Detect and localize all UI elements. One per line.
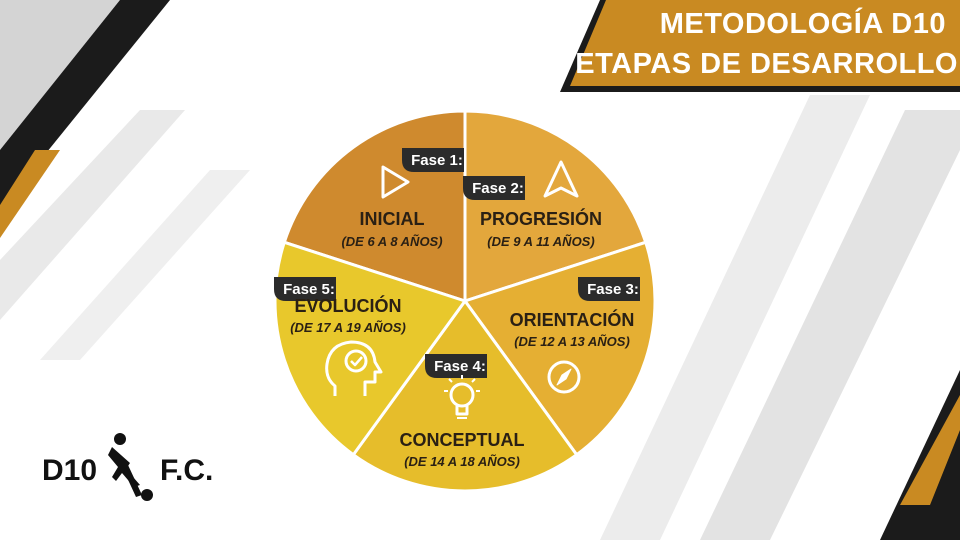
gold-stripe-left (0, 150, 60, 238)
phase-tag-label: Fase 4: (434, 358, 486, 375)
lightbulb-icon (444, 375, 480, 419)
phase-name-1: INICIAL (360, 209, 425, 229)
phase-slice-4 (351, 298, 579, 493)
phase-name-2: PROGRESIÓN (480, 208, 602, 229)
grey-stripe-left-2 (40, 170, 250, 360)
title-band (570, 0, 960, 86)
phase-tag-label: Fase 5: (283, 281, 335, 298)
phase-tag-label: Fase 3: (587, 281, 639, 298)
phase-range-4: (DE 14 A 18 AÑOS) (404, 454, 520, 469)
gold-stripe-right (900, 395, 960, 505)
phase-range-1: (DE 6 A 8 AÑOS) (341, 234, 442, 249)
title-line-1: METODOLOGÍA D10 (659, 8, 946, 40)
grey-stripe-left (0, 110, 185, 320)
club-logo: D10 F.C. (42, 433, 213, 501)
phase-slice-2 (463, 109, 648, 304)
phase-tag-label: Fase 2: (472, 180, 524, 197)
phase-tag-label: Fase 1: (411, 152, 463, 169)
head-check-icon (325, 340, 383, 396)
phase-range-5: (DE 17 A 19 AÑOS) (290, 320, 406, 335)
phase-tag-2: Fase 2: (463, 176, 525, 200)
grey-stripe-right-1 (600, 95, 870, 540)
phase-tag-1: Fase 1: (402, 148, 464, 172)
dark-stripe-right (880, 370, 960, 540)
phase-tag-5: Fase 5: (274, 277, 336, 301)
phase-tag-3: Fase 3: (578, 277, 640, 301)
arrow-up-icon (543, 160, 579, 198)
phase-range-2: (DE 9 A 11 AÑOS) (487, 234, 594, 249)
play-icon (381, 165, 410, 199)
player-icon (108, 433, 153, 501)
grey-stripe-left-top (0, 0, 120, 150)
phase-name-3: ORIENTACIÓN (510, 309, 635, 330)
grey-stripe-right-2 (700, 110, 960, 540)
phase-name-5: EVOLUCIÓN (294, 295, 401, 316)
logo-text-right: F.C. (160, 454, 213, 487)
phase-range-3: (DE 12 A 13 AÑOS) (514, 334, 630, 349)
title-line-2: ETAPAS DE DESARROLLO (575, 48, 958, 80)
compass-icon (547, 360, 581, 394)
phase-name-4: CONCEPTUAL (400, 430, 525, 450)
logo-text-left: D10 (42, 454, 97, 487)
phase-tag-4: Fase 4: (425, 354, 487, 378)
